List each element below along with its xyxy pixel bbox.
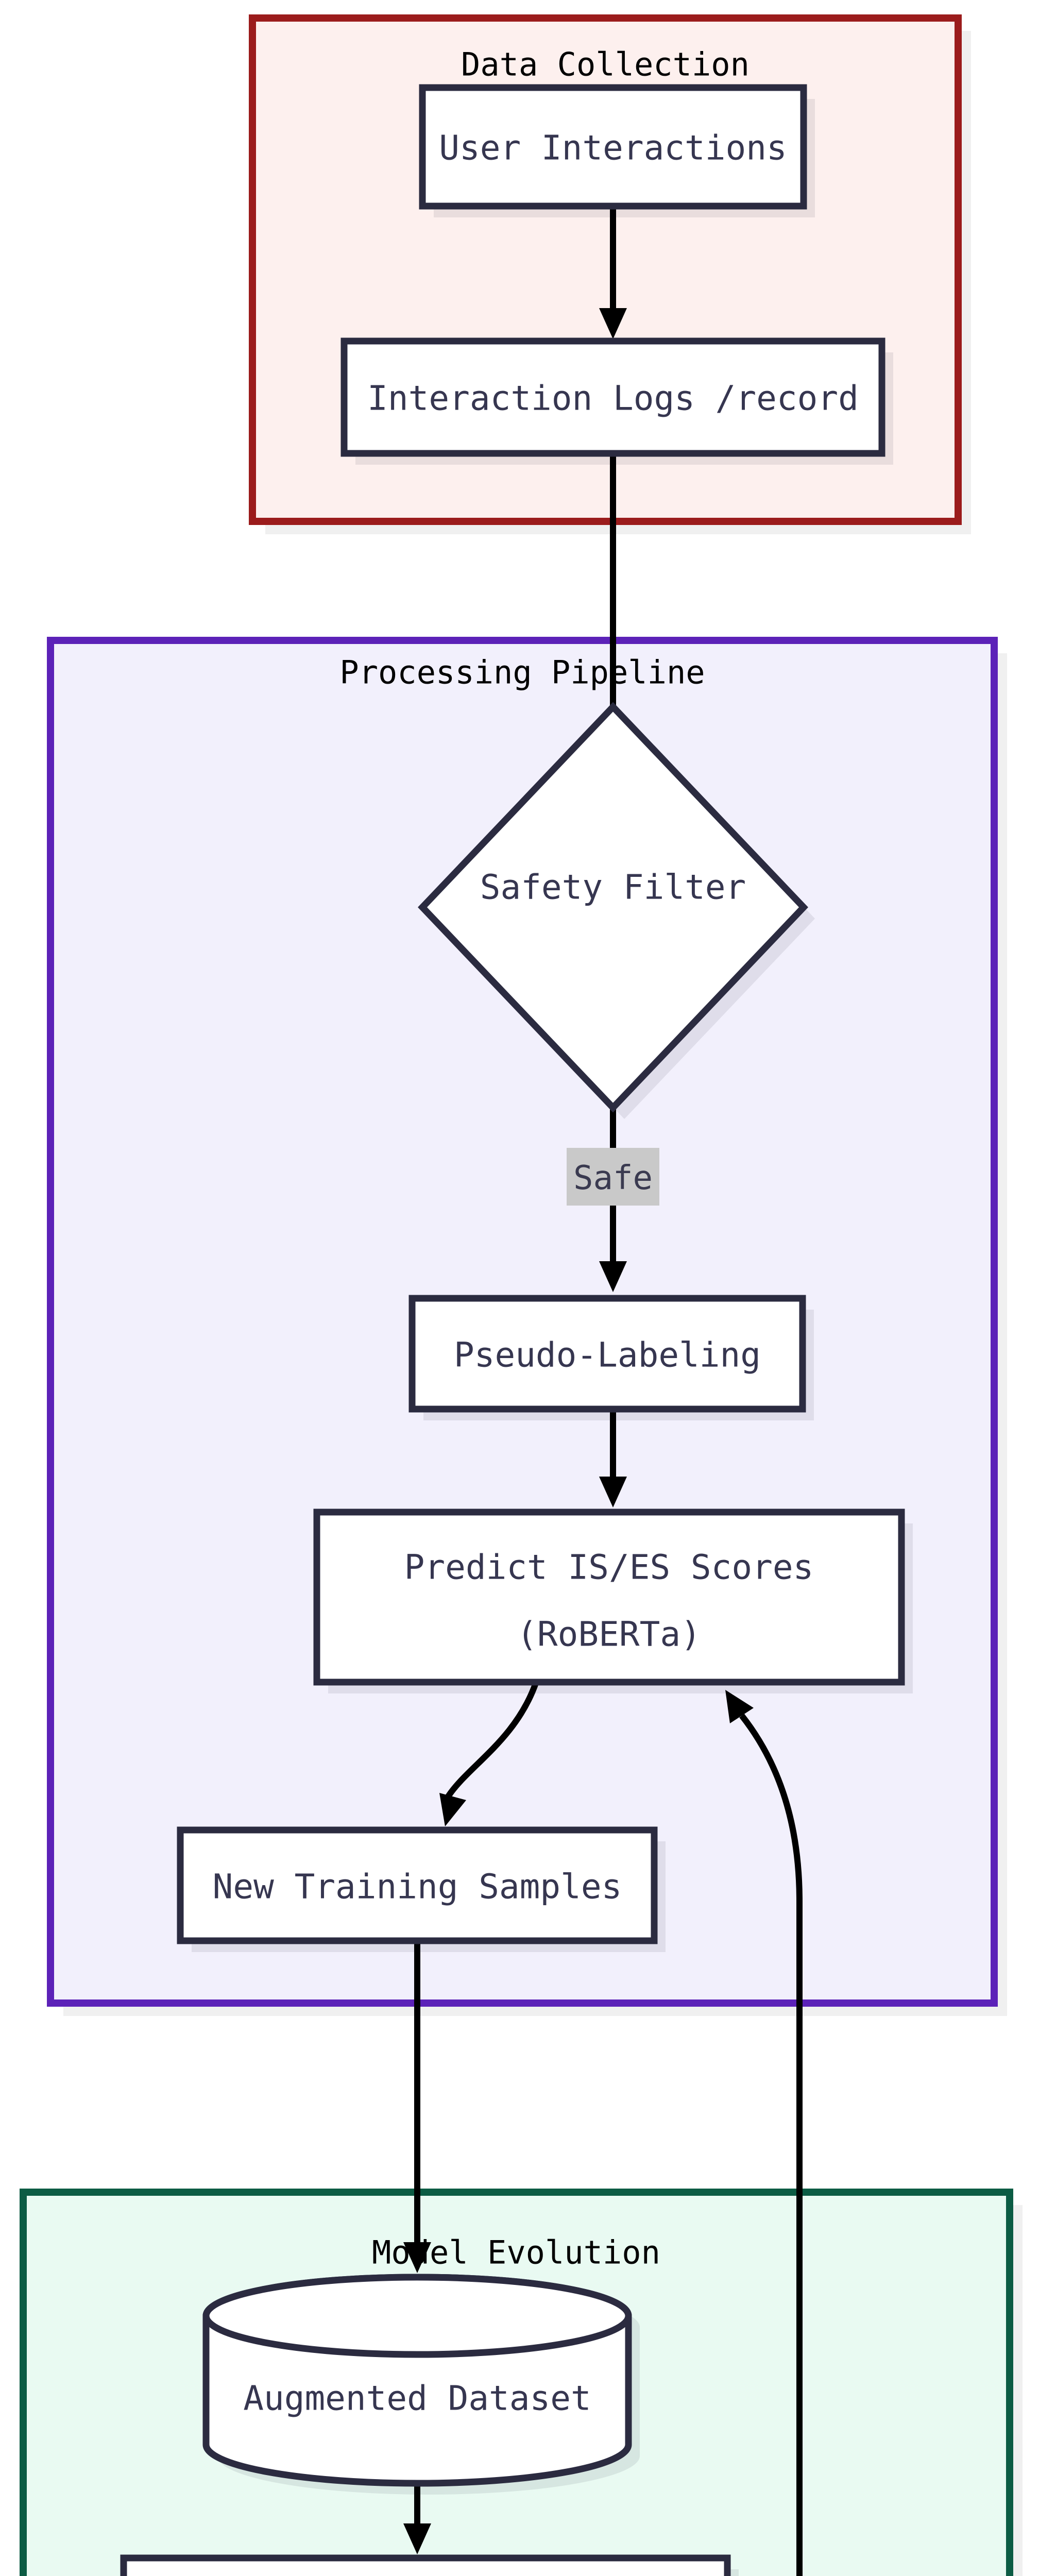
node-predict-scores-label-line2: (RoBERTa) <box>517 1615 701 1654</box>
node-predict-scores-box <box>313 1509 905 1686</box>
edge-new-samples-to-dataset-arrowhead <box>403 2242 431 2273</box>
edge-predictors-feedback-arrowhead <box>725 1690 754 1723</box>
cluster-processing-pipeline-title: Processing Pipeline <box>339 654 705 691</box>
node-safety-filter-label: Safety Filter <box>480 868 746 907</box>
node-augmented-dataset: Augmented Dataset <box>202 2274 640 2495</box>
node-model-retraining: Model Re-Training (Fine- tuning) <box>120 2554 739 2576</box>
cluster-data-collection-title: Data Collection <box>461 46 750 83</box>
node-user-interactions: User Interactions <box>419 84 815 217</box>
node-predict-scores-label-line1: Predict IS/ES Scores <box>404 1548 814 1587</box>
node-new-training-samples-label: New Training Samples <box>213 1867 622 1907</box>
edge-label-safe: Safe <box>567 1148 659 1206</box>
edge-label-safe-bg <box>567 1148 659 1206</box>
node-pseudo-labeling: Pseudo-Labeling <box>408 1295 814 1420</box>
node-interaction-logs-label: Interaction Logs /record <box>367 379 859 418</box>
node-user-interactions-box <box>419 84 807 210</box>
node-interaction-logs-box <box>340 337 885 457</box>
node-safety-filter: Safety Filter <box>418 702 815 1119</box>
node-augmented-dataset-top <box>202 2274 632 2358</box>
node-predict-scores: Predict IS/ES Scores (RoBERTa) <box>313 1509 913 1693</box>
node-pseudo-labeling-label: Pseudo-Labeling <box>454 1335 761 1375</box>
node-new-training-samples: New Training Samples <box>177 1826 666 1952</box>
node-user-interactions-label: User Interactions <box>439 128 787 168</box>
node-safety-filter-diamond <box>418 702 808 1113</box>
node-new-training-samples-box <box>177 1826 658 1944</box>
edge-dataset-to-retraining-arrowhead <box>403 2523 431 2554</box>
node-augmented-dataset-label: Augmented Dataset <box>243 2379 591 2418</box>
edge-predictors-feedback-to-predict <box>739 1714 803 2576</box>
node-model-retraining-box <box>120 2554 731 2576</box>
cluster-model-evolution: Model Evolution <box>20 2189 1023 2576</box>
node-interaction-logs: Interaction Logs /record <box>340 337 893 465</box>
edge-user-interactions-to-logs-arrowhead <box>599 308 627 339</box>
edge-pseudo-labeling-to-predict-arrowhead <box>599 1477 627 1507</box>
node-pseudo-labeling-box <box>408 1295 806 1413</box>
edge-label-safe-text: Safe <box>573 1159 653 1197</box>
edge-predict-to-new-samples-arrowhead <box>439 1793 466 1826</box>
edge-predict-to-new-samples <box>444 1682 539 1800</box>
edge-safety-filter-to-pseudo-labeling-arrowhead <box>599 1261 627 1292</box>
